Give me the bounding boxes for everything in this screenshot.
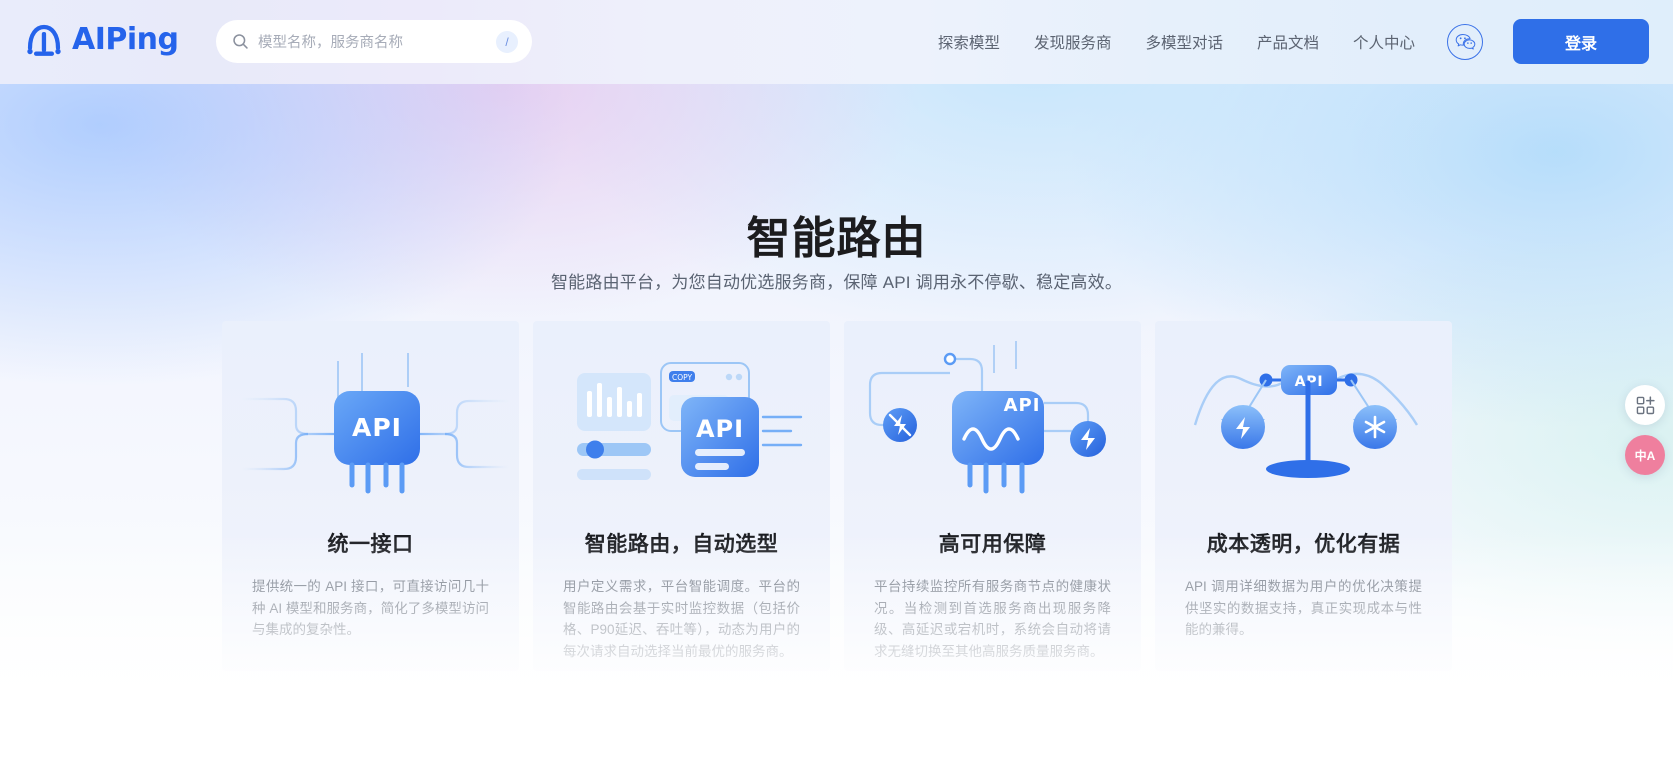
logo[interactable]: AIPing bbox=[24, 18, 179, 62]
high-availability-illustration: API bbox=[868, 341, 1106, 494]
page-title: 智能路由 bbox=[746, 214, 927, 263]
cost-transparency-illustration: API bbox=[1193, 365, 1419, 478]
wechat-button[interactable] bbox=[1447, 24, 1483, 60]
login-button[interactable]: 登录 bbox=[1513, 19, 1649, 64]
apps-grid-button[interactable] bbox=[1625, 385, 1665, 425]
api-unified-interface-illustration: API bbox=[242, 353, 509, 494]
svg-text:API: API bbox=[352, 413, 402, 442]
nav-item-multi-model-chat[interactable]: 多模型对话 bbox=[1145, 35, 1223, 52]
aiping-logo-icon bbox=[27, 24, 61, 56]
language-toggle-button[interactable]: 中A bbox=[1625, 435, 1665, 475]
search-input[interactable]: 模型名称，服务商名称 / bbox=[216, 20, 532, 63]
nav-item-explore-models[interactable]: 探索模型 bbox=[937, 35, 1000, 52]
svg-text:COPY: COPY bbox=[672, 373, 692, 382]
svg-text:API: API bbox=[1004, 395, 1041, 416]
language-toggle-label: 中A bbox=[1634, 448, 1656, 463]
main-nav: 探索模型 发现服务商 多模型对话 产品文档 个人中心 bbox=[938, 0, 1415, 84]
hero-bottom-fade bbox=[0, 533, 1673, 763]
apps-grid-icon bbox=[1636, 395, 1655, 414]
smart-routing-illustration: COPY API bbox=[577, 362, 803, 480]
nav-item-product-docs[interactable]: 产品文档 bbox=[1256, 35, 1319, 52]
site-header: AIPing 模型名称，服务商名称 / 探索模型 发现服务商 多模型对话 产品文… bbox=[0, 0, 1673, 84]
hero-section: 智能路由 智能路由平台，为您自动优选服务商，保障 API 调用永不停歇、稳定高效… bbox=[0, 84, 1673, 763]
logo-text: AIPing bbox=[72, 22, 179, 57]
svg-text:API: API bbox=[696, 415, 744, 443]
nav-item-user-center[interactable]: 个人中心 bbox=[1352, 35, 1415, 52]
search-placeholder: 模型名称，服务商名称 bbox=[258, 35, 403, 51]
floating-side-dock: 中A bbox=[1625, 385, 1665, 475]
page-subtitle: 智能路由平台，为您自动优选服务商，保障 API 调用永不停歇、稳定高效。 bbox=[550, 273, 1123, 292]
search-icon bbox=[233, 34, 248, 49]
search-shortcut-badge: / bbox=[496, 30, 518, 53]
nav-item-discover-providers[interactable]: 发现服务商 bbox=[1033, 35, 1112, 52]
wechat-icon bbox=[1455, 33, 1475, 50]
